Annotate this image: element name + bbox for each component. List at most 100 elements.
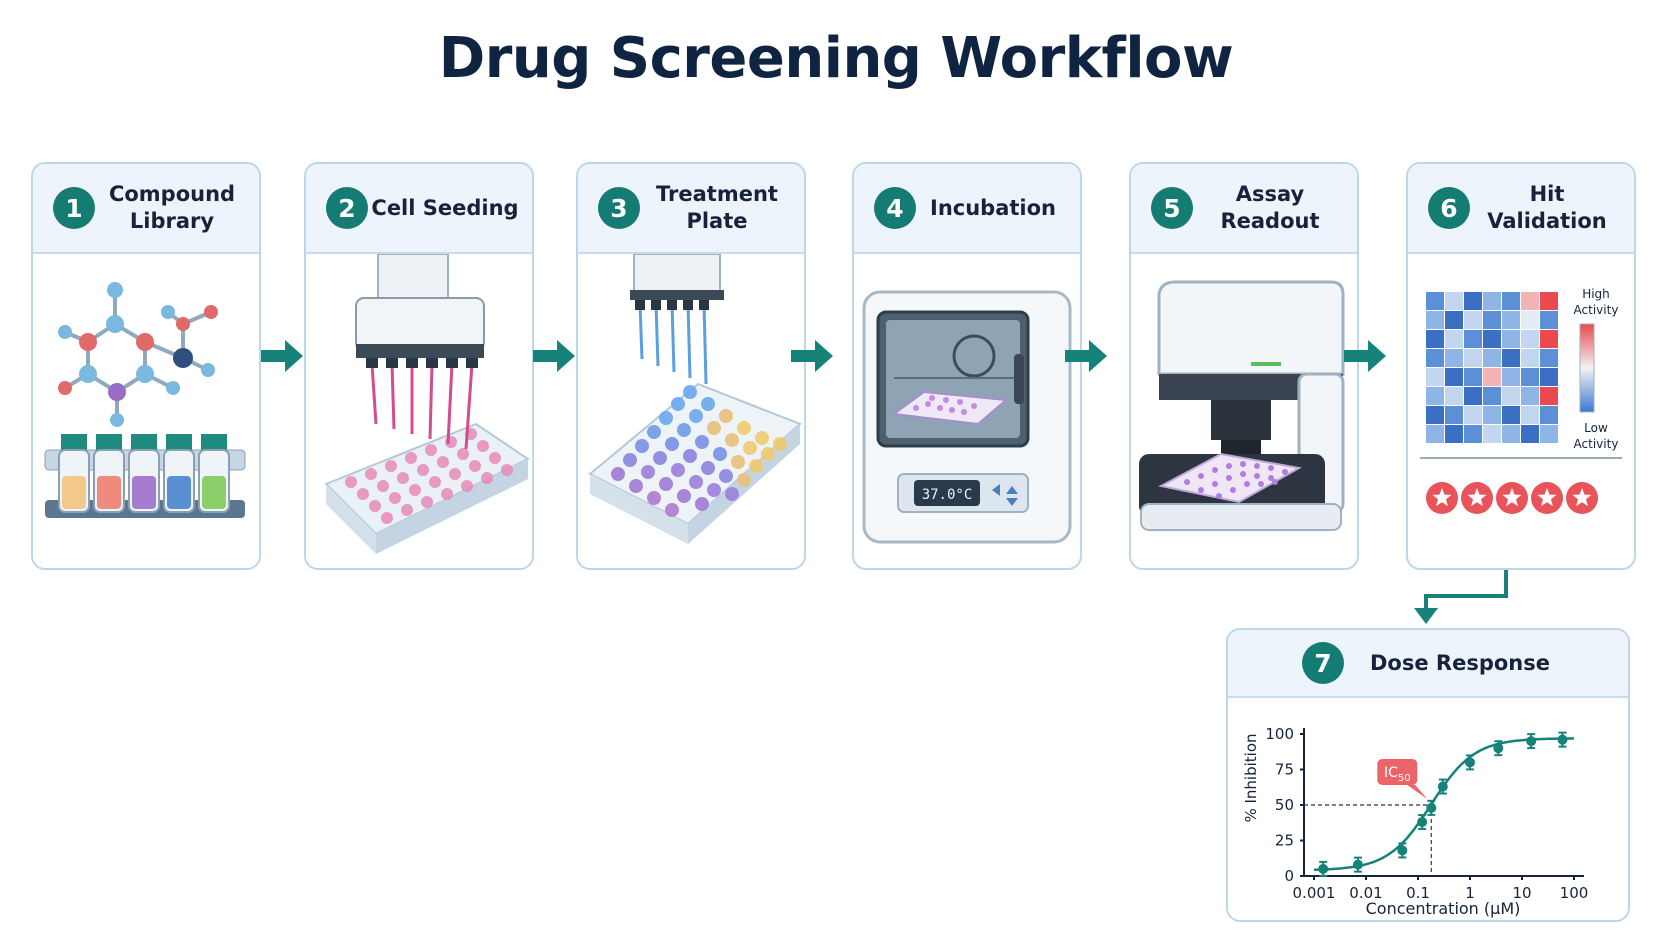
x-tick-label: 0.1 — [1406, 884, 1430, 902]
heatmap-cell — [1483, 311, 1501, 329]
heatmap-cell — [1426, 406, 1444, 424]
heatmap-cell — [1483, 330, 1501, 348]
step-label: Dose Response — [1370, 650, 1550, 675]
arrow-right-icon — [1065, 340, 1107, 372]
step-label: Treatment Plate — [656, 182, 778, 233]
star-icon — [1566, 482, 1598, 514]
heatmap-cell — [1483, 368, 1501, 386]
heatmap-cell — [1502, 292, 1520, 310]
dose-response-chart: % Inhibition Concentration (μM) 0 25 50 75 1… — [1242, 725, 1589, 918]
arrow-down-connector — [1414, 570, 1508, 624]
step-card-assay-readout: 5 Assay Readout — [1129, 162, 1359, 570]
heatmap-cell — [1502, 387, 1520, 405]
heatmap-cell — [1521, 387, 1539, 405]
step-number: 6 — [1428, 187, 1470, 229]
heatmap-cell — [1445, 406, 1463, 424]
step-number: 1 — [53, 187, 95, 229]
data-point — [1426, 799, 1437, 816]
heatmap-cell — [1502, 425, 1520, 443]
step-card-cell-seeding: 2 Cell Seeding — [304, 162, 534, 570]
x-tick-label: 100 — [1560, 884, 1589, 902]
heatmap-cell — [1502, 368, 1520, 386]
x-tick-label: 10 — [1512, 884, 1531, 902]
heatmap-cell — [1464, 349, 1482, 367]
step-label: Compound Library — [108, 182, 236, 233]
heatmap-cell — [1464, 425, 1482, 443]
heatmap-cell — [1426, 311, 1444, 329]
y-tick-label: 0 — [1284, 867, 1294, 885]
x-tick-label: 0.01 — [1349, 884, 1382, 902]
heatmap-cell — [1426, 292, 1444, 310]
step-card-dose-response: 7 Dose Response % Inhibition Concentrati… — [1226, 628, 1630, 922]
heatmap-cell — [1445, 368, 1463, 386]
heatmap-cell — [1464, 311, 1482, 329]
step-card-incubation: 4 Incubation 37.0°C — [852, 162, 1082, 570]
heatmap-grid — [1426, 292, 1558, 443]
heatmap-cell — [1464, 368, 1482, 386]
step-number: 2 — [326, 187, 368, 229]
data-point — [1465, 754, 1475, 771]
heatmap-cell — [1426, 330, 1444, 348]
step-number: 7 — [1302, 642, 1344, 684]
y-tick-label: 25 — [1275, 832, 1294, 850]
heatmap-cell — [1502, 406, 1520, 424]
star-icon — [1426, 482, 1458, 514]
heatmap-cell — [1445, 349, 1463, 367]
data-point — [1318, 860, 1329, 877]
heatmap-cell — [1483, 406, 1501, 424]
heatmap-cell — [1540, 330, 1558, 348]
star-icon — [1496, 482, 1528, 514]
x-tick-label: 0.001 — [1293, 884, 1336, 902]
heatmap-cell — [1483, 425, 1501, 443]
ic50-badge — [1377, 759, 1418, 785]
data-point — [1493, 740, 1504, 757]
fit-curve — [1313, 737, 1575, 872]
step-card-treatment-plate: 3 Treatment Plate — [576, 162, 806, 570]
arrow-right-icon — [533, 340, 575, 372]
heatmap-cell — [1540, 425, 1558, 443]
heatmap-cell — [1521, 330, 1539, 348]
molecule-and-vials-icon — [44, 282, 246, 518]
heatmap-cell — [1521, 292, 1539, 310]
star-icon — [1531, 482, 1563, 514]
arrow-right-icon — [1344, 340, 1386, 372]
heatmap-cell — [1502, 311, 1520, 329]
data-point — [1437, 778, 1448, 795]
step-card-compound-library: 1 Compound Library — [31, 162, 261, 570]
page-title: Drug Screening Workflow — [438, 26, 1234, 91]
heatmap-cell — [1540, 349, 1558, 367]
heatmap-cell — [1445, 311, 1463, 329]
treatment-plate-icon — [588, 254, 802, 544]
heatmap-cell — [1540, 292, 1558, 310]
heatmap-cell — [1445, 425, 1463, 443]
arrow-right-icon — [791, 340, 833, 372]
heatmap-cell — [1483, 349, 1501, 367]
heatmap-cell — [1426, 349, 1444, 367]
y-tick-label: 75 — [1275, 761, 1294, 779]
y-axis-label: % Inhibition — [1242, 733, 1260, 822]
y-tick-label: 50 — [1275, 796, 1294, 814]
activity-color-scale — [1579, 323, 1595, 413]
step-number: 4 — [874, 187, 916, 229]
incubator-temperature-display: 37.0°C — [922, 487, 973, 503]
heatmap-cell — [1464, 387, 1482, 405]
heatmap-cell — [1445, 387, 1463, 405]
heatmap-cell — [1540, 311, 1558, 329]
x-axis-label: Concentration (μM) — [1366, 899, 1521, 918]
data-point — [1417, 814, 1428, 831]
plate-reader-icon — [1139, 280, 1345, 531]
hit-stars — [1426, 482, 1598, 514]
heatmap-cell — [1445, 292, 1463, 310]
arrow-right-icon — [261, 340, 303, 372]
data-point — [1352, 856, 1363, 873]
step-number: 5 — [1151, 187, 1193, 229]
heatmap-cell — [1502, 349, 1520, 367]
y-tick-label: 100 — [1265, 725, 1294, 743]
incubator-icon: 37.0°C — [862, 290, 1072, 544]
step-label: Cell Seeding — [371, 195, 519, 220]
heatmap-cell — [1521, 311, 1539, 329]
